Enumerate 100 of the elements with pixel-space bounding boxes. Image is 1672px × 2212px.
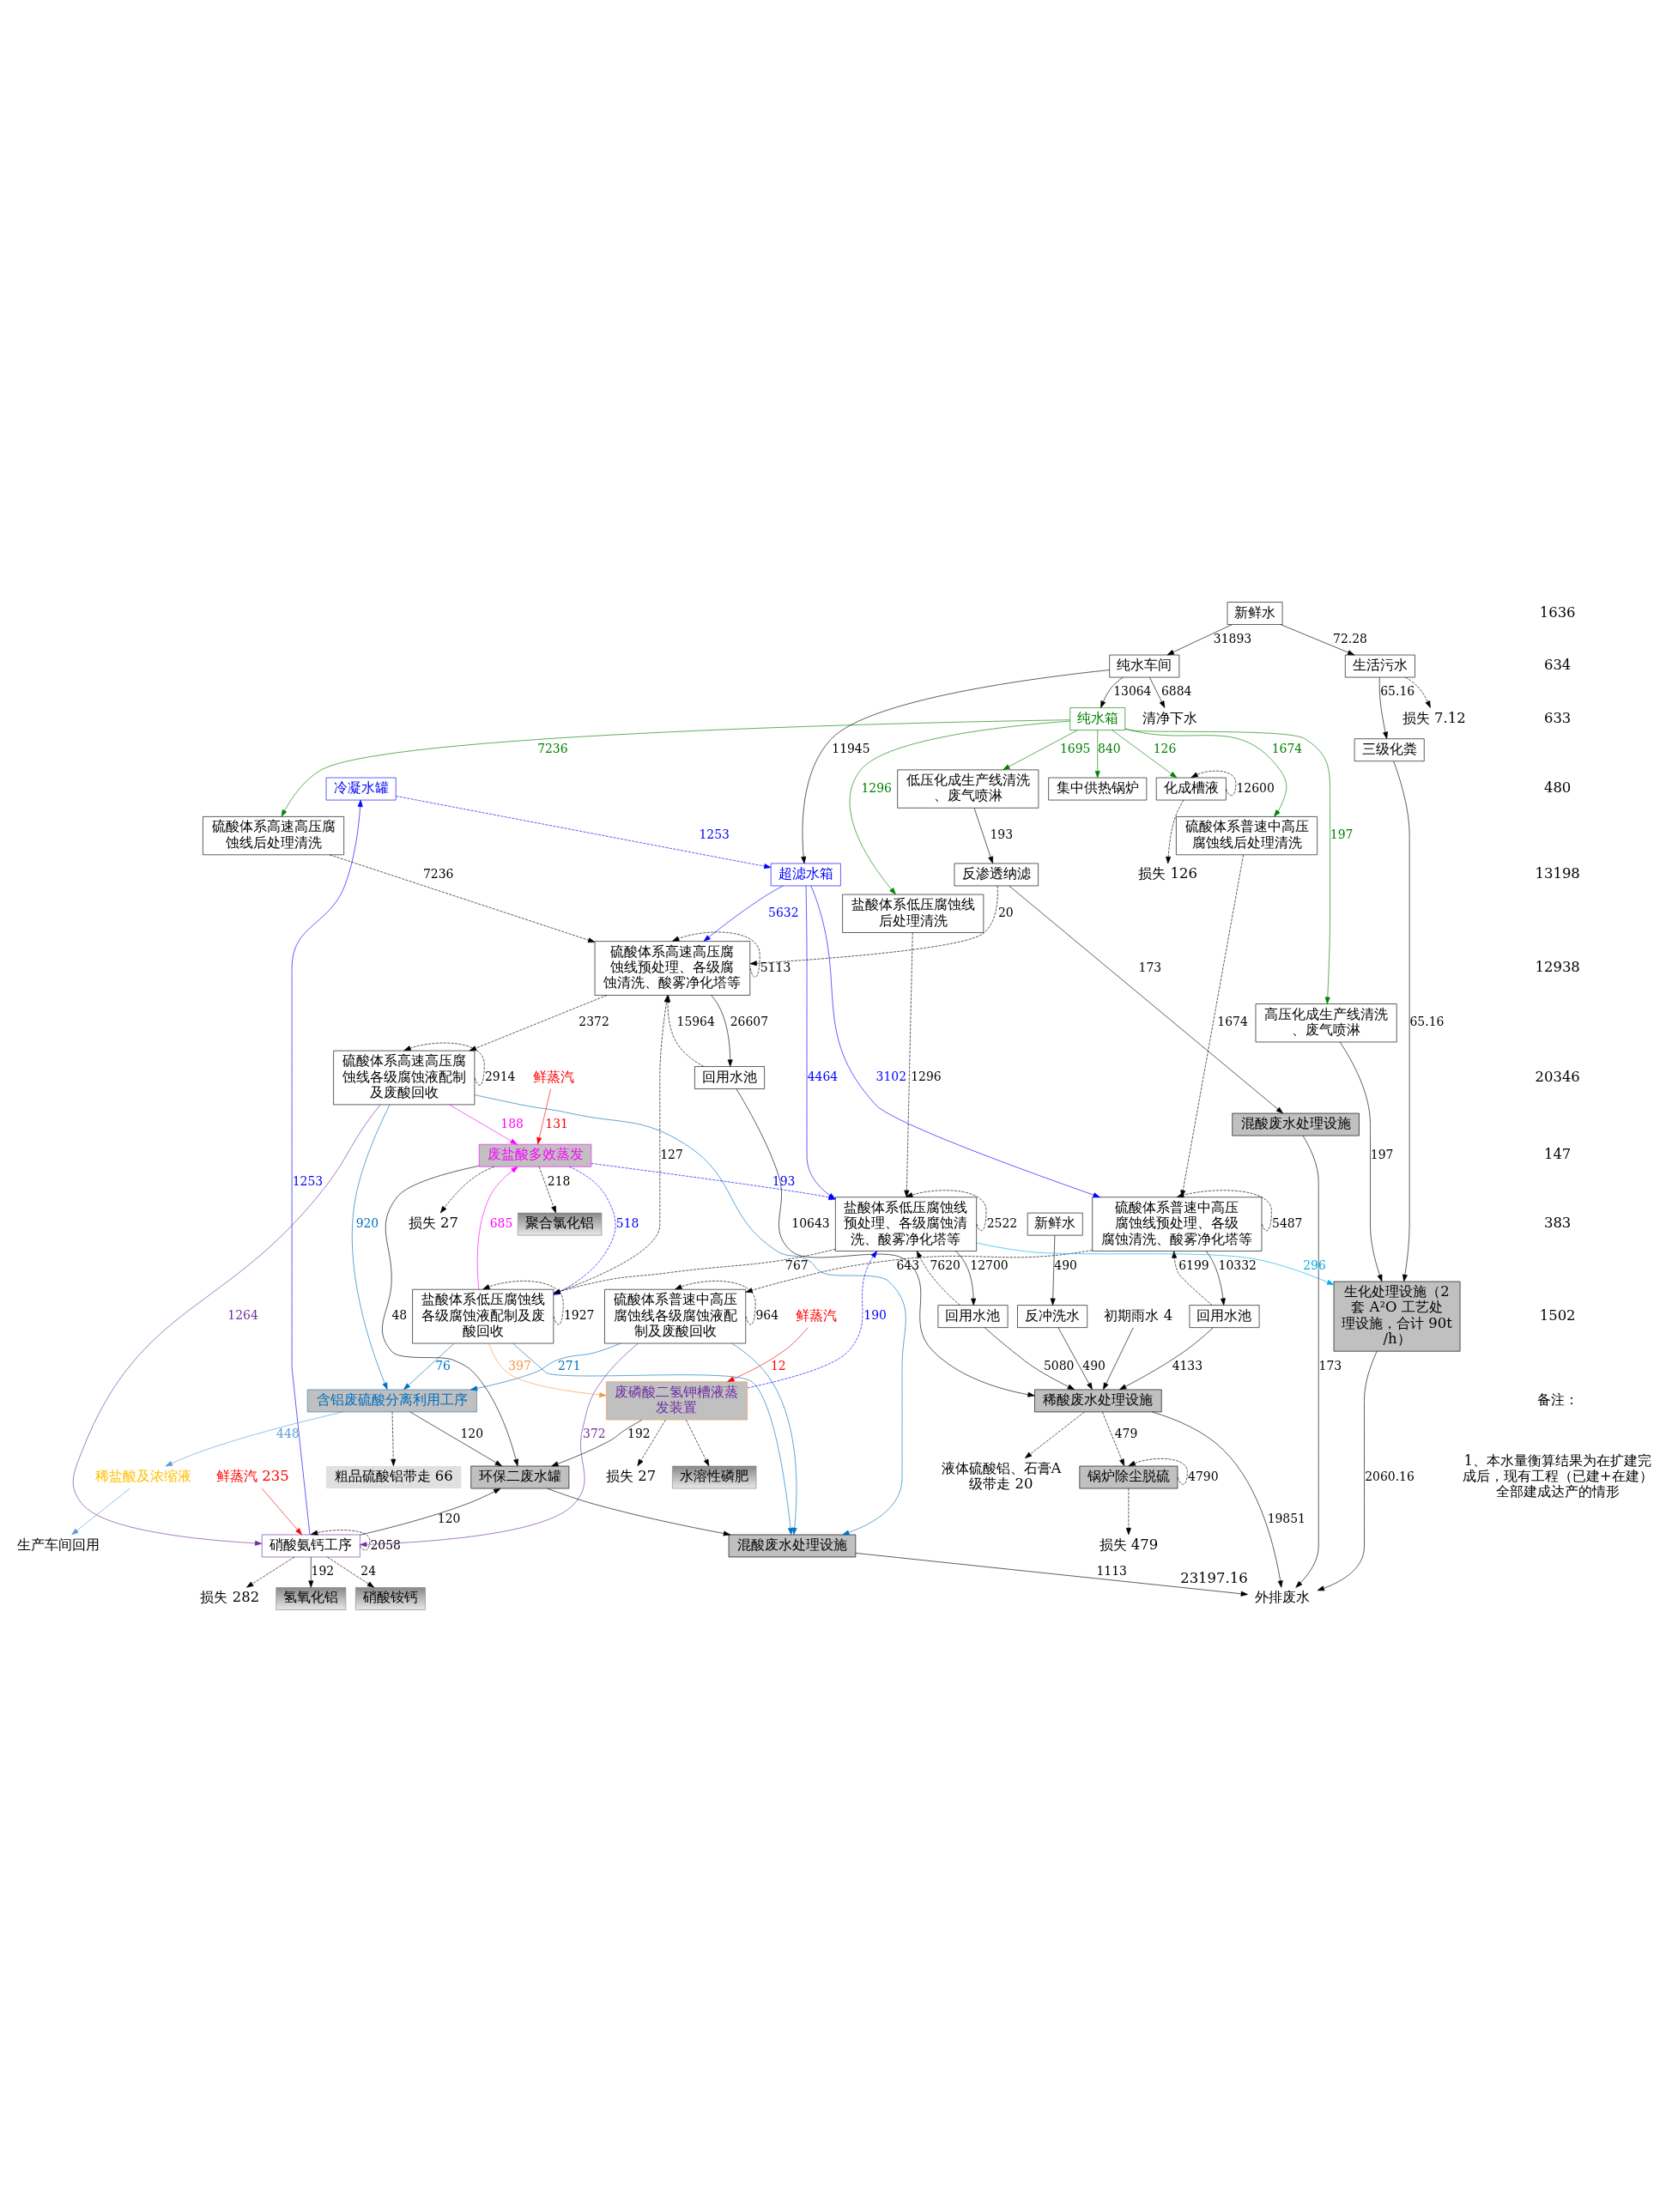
edge-label: 296 [1303,1258,1326,1272]
edge-label: 1927 [563,1308,595,1323]
edge-label: 920 [355,1215,379,1230]
edge-label: 1674 [1271,742,1303,756]
edge-label: 12700 [970,1258,1009,1272]
edge-label: 840 [1098,742,1121,756]
edge-label: 20 [998,905,1014,919]
edge-label: 65.16 [1409,1015,1445,1029]
edge-label: 12600 [1236,780,1275,795]
edge-label: 127 [660,1147,683,1161]
edge-label: 193 [772,1173,796,1188]
node-text: 鲜蒸汽 235 [216,1468,289,1485]
edge-label: 964 [755,1308,779,1323]
node-text: 稀盐酸及浓缩液 [94,1468,191,1485]
edge-label: 192 [627,1427,651,1441]
edge-label: 7236 [537,742,568,756]
edge-label: 173 [1318,1358,1342,1373]
edge-label: 479 [1114,1427,1138,1441]
edge-label: 4133 [1172,1358,1203,1373]
label: 1502 [1539,1306,1576,1324]
node-text: 损失 7.12 [1402,709,1466,726]
edge-label: 448 [276,1427,300,1441]
edge-label: 197 [1330,827,1354,842]
edge-label: 24 [360,1564,377,1579]
edge-label: 10643 [791,1215,830,1230]
edge-label: 48 [391,1308,408,1323]
edge-label: 4464 [807,1070,839,1084]
edge-label: 31893 [1213,631,1252,645]
edge-label: 26607 [730,1015,769,1029]
edge-label: 5113 [760,960,791,974]
edge-label: 7620 [930,1258,960,1272]
edge-label: 193 [990,827,1014,842]
edge-label: 7236 [422,866,454,881]
edge-label: 1113 [1096,1564,1127,1579]
edge-label: 2372 [579,1015,609,1029]
edge-label: 12 [770,1358,786,1373]
edge-label: 2058 [370,1537,401,1552]
edge-label: 1674 [1217,1015,1248,1029]
node-text: 液体硫酸铝、石膏A级带走 20 [941,1459,1062,1493]
label: 147 [1543,1146,1572,1163]
label: 备注： [1536,1391,1578,1408]
edge-label: 19851 [1267,1511,1305,1525]
edge-label: 2060.16 [1365,1469,1415,1483]
node-text: 初期雨水 4 [1104,1306,1173,1324]
label: 480 [1543,779,1572,797]
edge-label: 1296 [911,1070,942,1084]
edge-label: 120 [460,1427,484,1441]
edge-label: 4790 [1188,1469,1219,1483]
edge-label: 120 [437,1511,461,1525]
node-text: 鲜蒸汽 [795,1306,837,1324]
node-text: 外排废水 [1255,1589,1311,1606]
node-text: 损失 27 [606,1468,657,1485]
label: 1、本水量衡算结果为在扩建完成后，现有工程（已建+在建）全部建成达产的情形 [1462,1451,1653,1500]
edge-label: 397 [508,1358,531,1373]
edge-label: 490 [1054,1258,1077,1272]
edge-label: 10332 [1218,1258,1257,1272]
edge-label: 372 [583,1427,606,1441]
label: 12938 [1535,959,1580,976]
edge-label: 3102 [875,1070,907,1084]
edge-label: 643 [896,1258,920,1272]
node-text: 鲜蒸汽 [532,1068,574,1085]
edge-label: 490 [1082,1358,1106,1373]
edge-label: 685 [489,1215,513,1230]
edge-label: 13064 [1113,684,1152,699]
edge-label: 2522 [986,1215,1018,1230]
node-text: 损失 27 [408,1215,459,1232]
edge-label: 190 [863,1308,887,1323]
edge-label: 218 [547,1173,571,1188]
edge-label: 15964 [676,1015,715,1029]
edge-label: 188 [500,1116,524,1130]
edge-label: 5080 [1043,1358,1075,1373]
node-text: 清净下水 [1142,709,1198,726]
edge-label: 11945 [832,742,870,756]
node-text: 损失 282 [200,1589,260,1606]
edge-label: 767 [785,1258,809,1272]
edge-label: 197 [1370,1147,1394,1161]
label: 1636 [1539,603,1576,621]
edge-label: 173 [1138,960,1162,974]
edge-label: 6199 [1178,1258,1209,1272]
label: 383 [1543,1215,1572,1232]
edge-label: 1253 [292,1173,324,1188]
edge-label: 1264 [227,1308,258,1323]
edge-label: 5632 [768,905,799,919]
node-label: 23197.16 [1180,1570,1248,1587]
edge-label: 518 [615,1215,639,1230]
edge-label: 192 [311,1564,335,1579]
edge-label: 76 [435,1358,451,1373]
edge-label: 131 [545,1116,568,1130]
label: 20346 [1535,1068,1580,1085]
node-text: 损失 479 [1099,1536,1159,1553]
edge-label: 1296 [861,780,892,795]
edge-label: 6884 [1160,684,1192,699]
edge-label: 5487 [1272,1215,1303,1230]
node-text: 生产车间回用 [17,1536,100,1553]
label: 634 [1543,657,1572,674]
edge-label: 1253 [699,827,730,842]
label: 13198 [1535,864,1580,882]
edge-label: 126 [1153,742,1177,756]
label: 633 [1543,709,1572,726]
edge-label: 2914 [484,1070,516,1084]
